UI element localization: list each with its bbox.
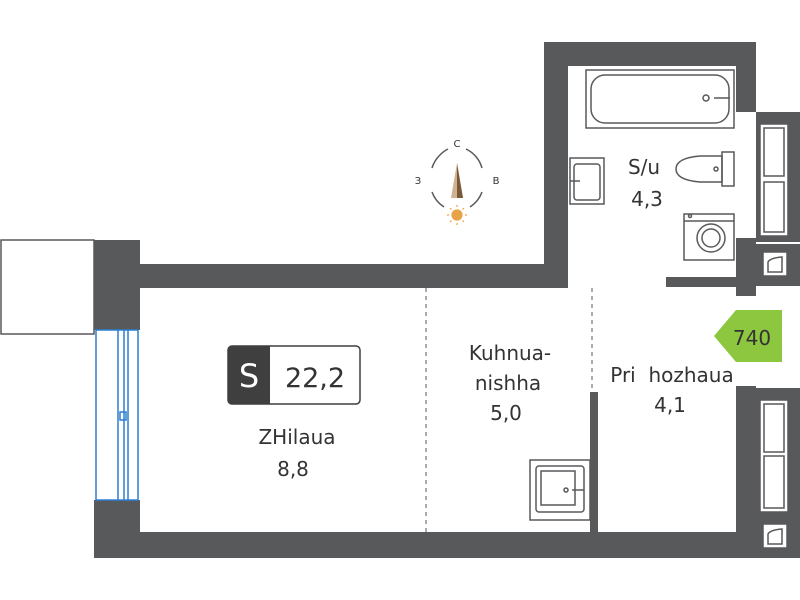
wall-right-pier (736, 238, 756, 296)
compass-west: З (415, 176, 421, 187)
room-kitchen-area: 5,0 (490, 401, 522, 425)
balcony (0, 239, 95, 335)
window-right-lower (756, 388, 800, 558)
wall-hall-partition (590, 392, 598, 534)
total-letter: S (239, 357, 259, 395)
room-kitchen-name-line2: nishha (475, 371, 541, 395)
compass-ring (438, 148, 449, 157)
room-living-area: 8,8 (277, 457, 309, 481)
total-area-badge: S 22,2 (227, 345, 361, 405)
kitchen-sink (529, 459, 591, 521)
wall-bottom (94, 532, 800, 558)
window-left (95, 329, 139, 501)
bathroom-sink (569, 157, 605, 205)
compass-east: В (493, 176, 500, 187)
room-hall-area: 4,1 (654, 393, 686, 417)
compass: С З В (415, 139, 500, 225)
bathtub (585, 69, 735, 129)
door-tag: 740 (714, 310, 782, 362)
washing-machine (683, 213, 735, 261)
wall-right-upper (736, 42, 756, 112)
sun-icon (447, 205, 467, 225)
walls (94, 42, 800, 558)
room-hall-name: Pri hozhaua (610, 363, 733, 387)
wall-top (94, 264, 568, 288)
wall-bath-top (544, 42, 756, 66)
door-tag-number: 740 (733, 326, 771, 350)
room-bath-name: S/u (628, 155, 660, 179)
window-right-upper (756, 112, 800, 286)
wall-right-middle (736, 386, 756, 534)
room-bath-area: 4,3 (631, 187, 663, 211)
room-living-name: ZHilaua (258, 425, 335, 449)
toilet (675, 151, 735, 187)
compass-north: С (454, 139, 461, 150)
zone-separators (425, 288, 593, 532)
room-kitchen-name-line1: Kuhnua- (469, 341, 551, 365)
total-area: 22,2 (285, 363, 345, 394)
wall-bath-left (544, 42, 568, 288)
wall-bath-bottom (666, 277, 756, 287)
